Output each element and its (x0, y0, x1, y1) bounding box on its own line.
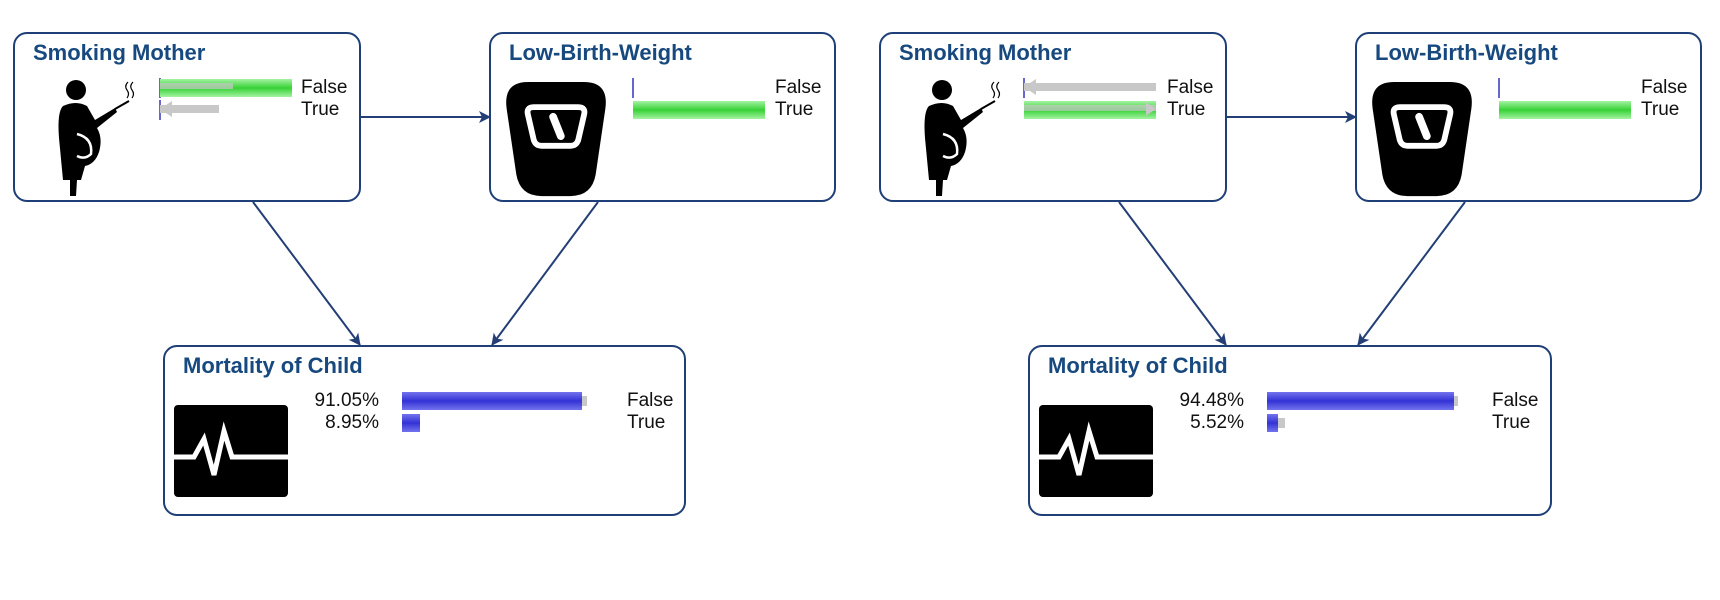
state-label-false: False (627, 390, 674, 411)
pregnant-smoking-woman-icon (58, 80, 135, 196)
arrow-right-icon (1146, 102, 1156, 116)
arrow-left-icon (1024, 79, 1036, 95)
state-label-false: False (1167, 77, 1214, 98)
prior-bar-true (160, 105, 219, 113)
pregnant-smoking-woman-icon (924, 80, 1001, 196)
probability-false: 91.05% (314, 390, 379, 411)
state-label-false: False (1492, 390, 1539, 411)
weighing-scale-icon (506, 82, 606, 197)
node-title: Mortality of Child (1048, 353, 1228, 378)
zero-marker (1498, 78, 1500, 98)
belief-bar-false (402, 392, 582, 410)
node-title: Smoking Mother (899, 40, 1072, 65)
edge-smoking-to-mortality (252, 201, 361, 346)
evidence-bar-true (633, 101, 765, 119)
belief-bar-false (1267, 392, 1454, 410)
state-label-true: True (775, 99, 814, 120)
heartbeat-monitor-icon (1039, 405, 1153, 497)
node-mortality-of-child[interactable]: Mortality of Child 91.05% False 8.95% Tr… (163, 345, 686, 516)
state-label-true: True (627, 412, 666, 433)
prior-bar-false (160, 83, 233, 89)
heartbeat-monitor-icon (174, 405, 288, 497)
prior-bar-false (1024, 83, 1156, 91)
zero-marker (632, 78, 634, 98)
belief-bar-true (1267, 414, 1278, 432)
probability-true: 5.52% (1190, 412, 1244, 433)
state-label-false: False (775, 77, 822, 98)
evidence-bar-true (1499, 101, 1631, 119)
edge-smoking-to-mortality (1118, 201, 1227, 346)
node-title: Low-Birth-Weight (1375, 40, 1558, 65)
state-label-true: True (301, 99, 340, 120)
probability-true: 8.95% (325, 412, 379, 433)
arrow-left-icon (160, 101, 172, 117)
node-smoking-mother[interactable]: Smoking Mother False True (879, 32, 1227, 202)
weighing-scale-icon (1372, 82, 1472, 197)
state-label-true: True (1492, 412, 1531, 433)
state-label-false: False (301, 77, 348, 98)
node-mortality-of-child[interactable]: Mortality of Child 94.48% False 5.52% Tr… (1028, 345, 1552, 516)
edge-lbw-to-mortality (1357, 201, 1466, 346)
node-title: Smoking Mother (33, 40, 206, 65)
node-title: Mortality of Child (183, 353, 363, 378)
state-label-true: True (1167, 99, 1206, 120)
node-title: Low-Birth-Weight (509, 40, 692, 65)
belief-bar-true (402, 414, 420, 432)
state-label-false: False (1641, 77, 1688, 98)
state-label-true: True (1641, 99, 1680, 120)
edge-lbw-to-mortality (491, 201, 599, 346)
node-low-birth-weight[interactable]: Low-Birth-Weight False True (1355, 32, 1702, 202)
probability-false: 94.48% (1179, 390, 1244, 411)
prior-bar-true (1024, 105, 1156, 111)
node-low-birth-weight[interactable]: Low-Birth-Weight False True (489, 32, 836, 202)
node-smoking-mother[interactable]: Smoking Mother False True (13, 32, 361, 202)
